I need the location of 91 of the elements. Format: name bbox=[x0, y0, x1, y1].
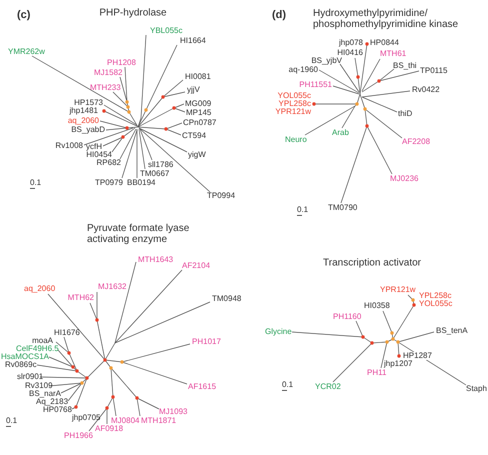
leaf-label: AF2104 bbox=[182, 262, 210, 270]
leaf-label: TP0994 bbox=[207, 192, 236, 200]
leaf-label: YOL055c bbox=[419, 300, 452, 308]
leaf-label: PH1966 bbox=[64, 432, 93, 440]
leaf-label: Aq_2183 bbox=[36, 398, 68, 406]
leaf-label: HP0768 bbox=[43, 406, 72, 414]
leaf-label: jhp1481 bbox=[70, 107, 98, 115]
leaf-label: aq-1960 bbox=[288, 66, 318, 74]
leaf-label: MTH233 bbox=[90, 84, 121, 92]
leaf-label: MTH1643 bbox=[138, 256, 174, 264]
leaf-label: YMR262w bbox=[8, 48, 45, 56]
leaf-label: Arab bbox=[332, 129, 349, 137]
leaf-label: BS_yabD bbox=[71, 126, 105, 134]
leaf-label: MTH62 bbox=[68, 294, 94, 302]
leaf-label: RP682 bbox=[96, 159, 121, 167]
leaf-label: MJ1093 bbox=[159, 408, 188, 416]
leaf-label: jhp078 bbox=[338, 39, 363, 47]
leaf-label: HI1664 bbox=[180, 37, 206, 45]
leaf-label: BS_narA bbox=[29, 390, 62, 398]
leaf-label: HsaMOCS1A bbox=[1, 353, 50, 361]
leaf-label: ycfH bbox=[86, 143, 102, 151]
leaf-label: HP1287 bbox=[403, 352, 432, 360]
panel-title: Hydroxymethylpyrimidine/ phosphomethylpyrimidine kinase bbox=[313, 8, 460, 30]
scale-label: 0.1 bbox=[6, 417, 18, 425]
leaf-label: TP0115 bbox=[420, 67, 448, 75]
leaf-label: PH1160 bbox=[333, 313, 362, 321]
leaf-label: MJ0804 bbox=[111, 417, 140, 425]
leaf-label: aq_2060 bbox=[68, 117, 99, 125]
leaf-label: CelF49H6.5 bbox=[16, 345, 59, 353]
leaf-label: TM0948 bbox=[212, 295, 242, 303]
leaf-label: slr0901 bbox=[17, 373, 44, 381]
leaf-label: HI0416 bbox=[337, 49, 363, 57]
leaf-label: MG009 bbox=[185, 100, 212, 108]
leaf-label: Neuro bbox=[285, 136, 307, 144]
leaf-label: YPL258c bbox=[419, 292, 452, 300]
leaf-label: BB0194 bbox=[127, 179, 156, 187]
leaf-label: PH1017 bbox=[192, 338, 221, 346]
leaf-label: HI1676 bbox=[54, 329, 80, 337]
leaf-label: CPn0787 bbox=[183, 119, 216, 127]
leaf-label: YPR121w bbox=[275, 108, 311, 116]
scale-label: 0.1 bbox=[297, 206, 308, 214]
leaf-label: BS_thi bbox=[393, 62, 417, 70]
leaf-label: CT594 bbox=[182, 132, 206, 140]
leaf-label: yjjV bbox=[187, 86, 200, 94]
leaf-label: PH1208 bbox=[107, 59, 136, 67]
panel-letter: (c) bbox=[17, 9, 30, 21]
leaf-label: Staph bbox=[466, 385, 487, 393]
leaf-label: YCR02 bbox=[315, 383, 341, 391]
leaf-label: AF2208 bbox=[402, 138, 430, 146]
leaf-label: Rv3109 bbox=[25, 382, 53, 390]
leaf-label: TM0667 bbox=[140, 170, 170, 178]
leaf-label: Glycine bbox=[265, 328, 292, 336]
leaf-label: Rv1008 bbox=[55, 142, 83, 150]
leaf-label: HI0454 bbox=[86, 151, 112, 159]
leaf-label: moaA bbox=[32, 337, 53, 345]
leaf-label: jhp1207 bbox=[384, 360, 412, 368]
leaf-label: HP1573 bbox=[74, 99, 103, 107]
leaf-label: MTH1871 bbox=[141, 417, 176, 425]
leaf-label: TP0979 bbox=[94, 179, 123, 187]
leaf-label: BS_tenA bbox=[436, 327, 468, 335]
leaf-label: MJ0236 bbox=[390, 175, 418, 183]
panel-letter: (d) bbox=[272, 9, 286, 21]
panel-title: PHP-hydrolase bbox=[99, 8, 167, 18]
leaf-label: AF1615 bbox=[188, 383, 216, 391]
leaf-label: MJ1632 bbox=[98, 283, 126, 291]
leaf-label: jhp0705 bbox=[72, 414, 100, 422]
leaf-label: YPR121w bbox=[380, 286, 416, 294]
panel-title: Transcription activator bbox=[323, 258, 421, 268]
leaf-label: MJ1582 bbox=[94, 69, 122, 77]
leaf-label: BS_yjbV bbox=[311, 57, 342, 65]
leaf-label: aq_2060 bbox=[24, 285, 56, 293]
leaf-label: MP145 bbox=[186, 109, 212, 117]
leaf-label: PH11551 bbox=[299, 81, 332, 89]
scale-label: 0.1 bbox=[30, 179, 42, 187]
leaf-label: HI0358 bbox=[364, 302, 390, 310]
leaf-label: Rv0869c bbox=[5, 361, 37, 369]
leaf-label: yigW bbox=[188, 151, 206, 159]
leaf-label: thiD bbox=[398, 110, 412, 118]
leaf-label: Rv0422 bbox=[412, 86, 440, 94]
leaf-label: MTH61 bbox=[380, 50, 406, 58]
scale-label: 0.1 bbox=[282, 381, 294, 389]
leaf-label: YOL055c bbox=[278, 92, 311, 100]
leaf-label: YPL258c bbox=[278, 100, 311, 108]
leaf-label: AF0918 bbox=[95, 425, 124, 433]
leaf-label: sll1786 bbox=[148, 161, 174, 169]
leaf-label: YBL055c bbox=[150, 27, 182, 35]
leaf-label: TM0790 bbox=[328, 204, 358, 212]
leaf-label: HI0081 bbox=[185, 73, 211, 81]
leaf-label: HP0844 bbox=[370, 39, 399, 47]
leaf-label: PH11 bbox=[367, 369, 386, 377]
panel-title: Pyruvate formate lyase activating enzyme bbox=[87, 223, 190, 245]
